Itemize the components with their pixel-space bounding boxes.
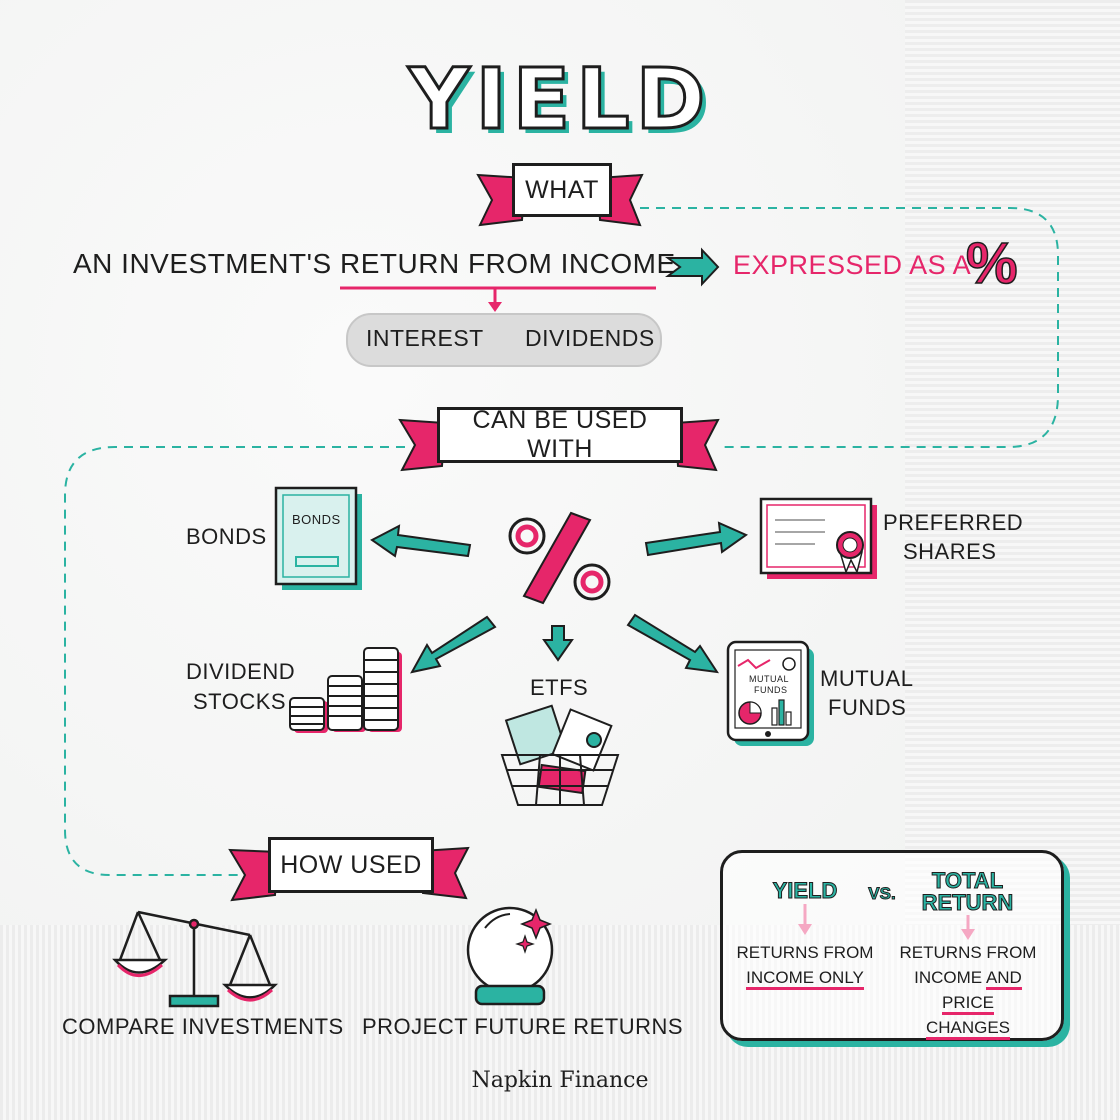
arrow-to-dividend-stocks	[410, 615, 497, 674]
section-label-how-used: HOW USED	[268, 837, 434, 893]
compare-yield-body-1: RETURNS FROM	[736, 943, 874, 962]
definition-key: RETURN FROM INCOME	[340, 248, 676, 279]
usage-bonds-label: BONDS	[186, 524, 267, 549]
compare-total-body-2-wrap: INCOME AND	[898, 965, 1038, 990]
compare-total-body-2a: INCOME	[914, 968, 983, 987]
compare-vs: VS.	[868, 884, 896, 904]
yield-vs-total-return-box	[720, 850, 1064, 1041]
compare-yield-heading: YIELD	[772, 878, 838, 903]
usage-mutual-funds-label-2: FUNDS	[828, 695, 907, 720]
basket-icon	[500, 704, 620, 806]
arrow-to-etfs	[542, 625, 574, 662]
section-label-can-be-used-with: CAN BE USED WITH	[437, 406, 683, 463]
balance-scale-icon	[112, 910, 279, 1008]
bond-certificate-text: BONDS	[292, 512, 341, 527]
compare-yield-body-2-wrap: INCOME ONLY	[735, 965, 875, 990]
compare-total-heading-1: TOTAL	[931, 868, 1004, 893]
usage-etfs-label: ETFS	[530, 675, 589, 700]
arrow-to-bonds	[370, 524, 472, 558]
brand-footer: Napkin Finance	[471, 1068, 649, 1093]
coin-stacks-icon	[289, 647, 402, 733]
component-interest: INTEREST	[366, 325, 484, 351]
compare-total-body-3: PRICE CHANGES	[925, 993, 1011, 1040]
compare-total-body-1: RETURNS FROM	[899, 943, 1037, 962]
dashed-loop-lower	[64, 446, 405, 876]
dashed-loop-upper	[640, 207, 1059, 448]
tablet-text-1: MUTUAL	[749, 674, 790, 684]
how-used-project-label: PROJECT FUTURE RETURNS	[362, 1014, 684, 1039]
stock-certificate-icon	[759, 497, 877, 579]
expressed-as-text: EXPRESSED AS A	[733, 250, 972, 280]
usage-dividend-stocks-label-1: DIVIDEND	[186, 659, 296, 684]
usage-dividend-stocks-label-2: STOCKS	[193, 689, 287, 714]
down-arrow-to-components	[488, 288, 502, 312]
crystal-ball-icon	[466, 906, 554, 1006]
percent-symbol: %	[965, 230, 1019, 297]
usage-preferred-label-2: SHARES	[903, 539, 997, 564]
component-dividends: DIVIDENDS	[525, 325, 655, 351]
arrow-to-expressed	[665, 247, 720, 287]
usage-preferred-label-1: PREFERRED	[883, 510, 1024, 535]
arrow-to-preferred-shares	[644, 521, 749, 557]
tablet-chart-icon	[726, 640, 814, 746]
bond-certificate-icon	[274, 486, 362, 590]
arrow-to-mutual-funds	[626, 613, 720, 674]
usage-mutual-funds-label-1: MUTUAL	[820, 666, 914, 691]
compare-total-body-3-wrap: PRICE CHANGES	[898, 990, 1038, 1040]
compare-yield-body-2: INCOME ONLY	[746, 968, 864, 990]
how-used-compare-label: COMPARE INVESTMENTS	[62, 1014, 344, 1039]
page-title: YIELD	[407, 49, 712, 150]
section-label-what: WHAT	[512, 163, 612, 217]
components-pill	[346, 313, 662, 367]
definition-lead: AN INVESTMENT'S	[73, 248, 332, 279]
compare-total-heading-2: RETURN	[921, 890, 1014, 915]
center-percent-icon	[508, 511, 611, 605]
tablet-text-2: FUNDS	[754, 685, 788, 695]
compare-total-body-2b: AND	[985, 968, 1022, 990]
